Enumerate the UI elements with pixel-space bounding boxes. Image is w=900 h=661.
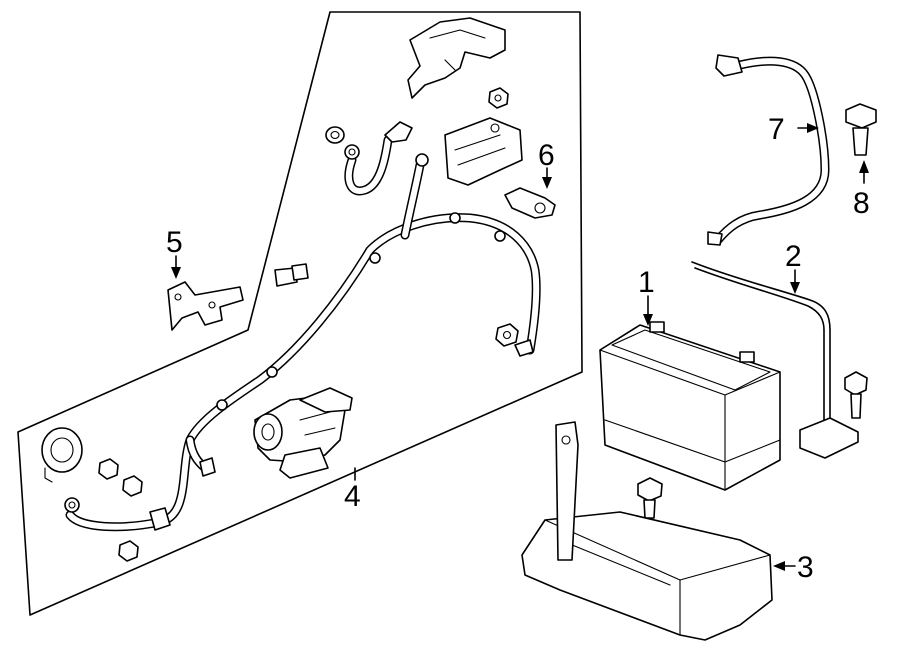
leader-3: [773, 561, 796, 571]
battery-tray-3: [521, 421, 773, 641]
tray-bolt: [637, 477, 663, 519]
fuse-block: [444, 117, 523, 186]
callout-3: 3: [797, 551, 814, 584]
callout-4: 4: [344, 480, 361, 513]
nut-mid: [495, 323, 519, 347]
positive-cable-assembly: [64, 153, 541, 532]
callout-1: 1: [638, 266, 655, 299]
fitting-8: [845, 103, 877, 156]
bracket-5: [167, 281, 244, 331]
callout-6: 6: [538, 139, 555, 172]
nuts-lower: [98, 458, 143, 562]
hold-down-bolt: [844, 371, 868, 419]
callout-2: 2: [785, 240, 802, 273]
leader-5: [171, 255, 181, 279]
leader-2: [790, 269, 800, 294]
callout-7: 7: [768, 113, 785, 146]
callout-5: 5: [166, 226, 183, 259]
grommet-small: [325, 126, 345, 144]
leader-7: [797, 123, 819, 133]
fuse-cover-top: [407, 17, 506, 99]
nut-top: [488, 87, 509, 109]
bolt-in-group: [274, 263, 309, 287]
negative-cable-short: [344, 121, 413, 196]
leader-8: [859, 160, 869, 184]
battery-1: [599, 321, 781, 491]
leader-6: [542, 167, 552, 189]
battery-sensor-6: [504, 187, 556, 219]
starter-motor: [253, 387, 353, 479]
grommet-large: [41, 427, 83, 483]
negative-cable-7: [707, 54, 830, 246]
cable-kit-group-outline: [17, 11, 583, 616]
hold-down-2: [691, 261, 859, 459]
callout-8: 8: [853, 187, 870, 220]
leader-1: [643, 295, 653, 326]
